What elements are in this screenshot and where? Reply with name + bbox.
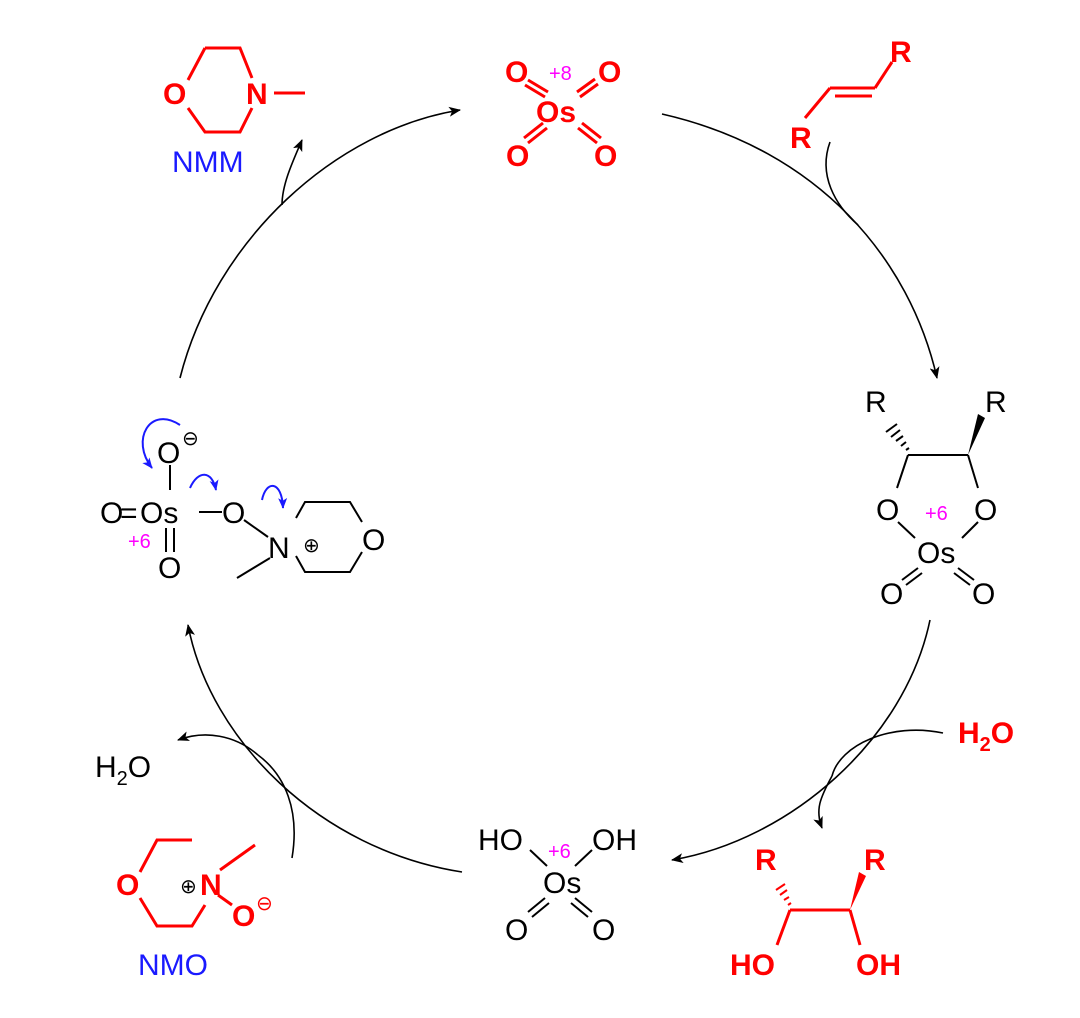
arrow-left-to-top: [179, 106, 461, 379]
int-oxygen-bottom: O: [158, 552, 181, 585]
diol-r-left: R: [755, 844, 777, 877]
diol-oh-right: OH: [856, 949, 901, 982]
int-plus: ⊕: [303, 535, 320, 557]
alkene-r-bottom: R: [790, 122, 812, 155]
diol-solid-wedge: [850, 872, 866, 910]
ester-r-right: R: [985, 386, 1007, 419]
nmo-label: NMO: [138, 949, 208, 982]
int-oxygen-bridge: O: [222, 497, 245, 530]
osmic-acid: HO OH +6 Os O O: [478, 824, 637, 947]
alkene-r-top: R: [890, 36, 912, 69]
oso4-oxygen-bl: O: [506, 140, 529, 173]
water-out-label: H2O: [95, 751, 151, 790]
side-arrow-nmm-release: [281, 139, 303, 206]
arrow-bottom-to-left: [185, 624, 463, 873]
acid-osmium: Os: [543, 867, 581, 900]
oso4-oxygen-tr: O: [598, 56, 621, 89]
int-oxygen-ring: O: [362, 524, 385, 557]
osmate-ester: R R O O +6 Os O O: [865, 386, 1007, 611]
int-double-bond: =: [120, 497, 138, 530]
acid-oxygen-left: O: [505, 914, 528, 947]
ester-osmium: Os: [917, 537, 955, 570]
acid-oh-left: HO: [478, 824, 523, 857]
water-in-label: H2O: [958, 717, 1014, 756]
diol-oh-left: HO: [730, 949, 775, 982]
acid-oxidation-state: +6: [548, 841, 571, 863]
nmm-oxygen: O: [163, 78, 186, 111]
alkene-reagent: R R: [790, 36, 912, 155]
arrow-right-to-bottom: [671, 619, 931, 864]
int-oxygen-left: O: [100, 497, 123, 530]
osmium-nmo-intermediate: O ⊖ O = Os O +6 O N ⊕ O: [100, 418, 385, 585]
acid-oxygen-right: O: [592, 914, 615, 947]
nmo-minus: ⊖: [256, 893, 273, 915]
nmo-oxygen-ring: O: [116, 869, 139, 902]
int-osmium: Os: [140, 497, 178, 530]
acid-oh-right: OH: [592, 824, 637, 857]
nmo-oxygen-oxide: O: [232, 900, 255, 933]
side-arrow-water-out: [177, 731, 259, 756]
nmm-label: NMM: [172, 146, 244, 179]
nmo-plus: ⊕: [180, 876, 197, 898]
osmium-tetroxide: O O O O Os +8: [505, 56, 621, 173]
int-nitrogen: N: [268, 532, 290, 565]
oso4-oxygen-tl: O: [505, 56, 528, 89]
ester-oxygen-bl: O: [880, 578, 903, 611]
ester-r-left: R: [865, 386, 887, 419]
solid-wedge: [968, 414, 985, 455]
diol-hashed-wedge: [775, 883, 792, 906]
curly-arrow-1: [141, 418, 181, 469]
side-arrow-diol-out: [813, 775, 833, 829]
oso4-oxidation-state: +8: [549, 63, 572, 85]
ester-oxygen-br: O: [972, 578, 995, 611]
int-oxidation-state: +6: [128, 531, 151, 553]
curly-arrow-2: [189, 473, 219, 491]
nmm-nitrogen: N: [246, 78, 268, 111]
nmo-reagent: O ⊕ N O ⊖ NMO: [116, 838, 273, 982]
oso4-osmium: Os: [536, 96, 576, 129]
hashed-wedge: [885, 423, 910, 451]
int-oxygen-top: O: [157, 437, 180, 470]
water-reagent: H2O: [958, 717, 1014, 756]
oso4-oxygen-br: O: [594, 140, 617, 173]
curly-arrow-3: [261, 484, 288, 509]
ester-oxidation-state: +6: [925, 503, 948, 525]
nmo-nitrogen: N: [200, 869, 222, 902]
int-minus: ⊖: [182, 428, 199, 450]
side-arrow-alkene-in: [825, 141, 859, 226]
cycle-arrows: [177, 106, 944, 873]
water-byproduct: H2O: [95, 751, 151, 790]
ester-oxygen-left: O: [876, 494, 899, 527]
diol-product: R R HO OH: [730, 844, 901, 982]
side-arrow-nmo-in: [257, 754, 295, 859]
nmm-product: O N NMM: [163, 46, 305, 179]
side-arrow-water-in: [831, 729, 944, 777]
diol-r-right: R: [864, 844, 886, 877]
ester-oxygen-right: O: [974, 494, 997, 527]
